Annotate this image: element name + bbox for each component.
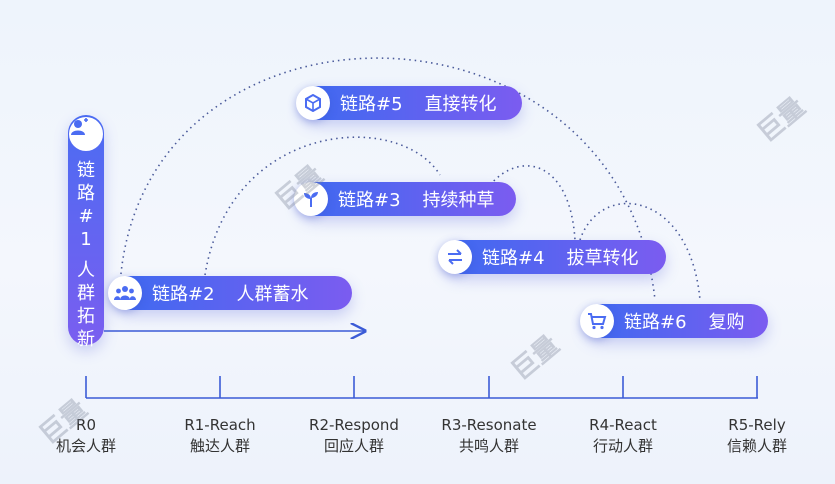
- chain6-pill: 链路#6 复购: [580, 304, 768, 338]
- stage-code: R3-Resonate: [441, 416, 537, 434]
- arc-chain2-chain3: [204, 136, 441, 276]
- chain4-label: 链路#4: [482, 248, 545, 269]
- chain1-label: 链 路 # 1 人 群 拓 新: [77, 160, 95, 350]
- chain5-desc: 直接转化: [424, 94, 497, 115]
- arc-chain4-chain6: [579, 202, 701, 301]
- chain4-pill: 链路#4 拔草转化: [438, 240, 666, 274]
- stage-code: R5-Rely: [728, 416, 786, 434]
- stage-code: R4-React: [589, 416, 657, 434]
- stage-r1: R1-Reach 触达人群: [155, 415, 285, 457]
- stage-code: R2-Respond: [309, 416, 399, 434]
- stage-r4: R4-React 行动人群: [558, 415, 688, 457]
- shopping-cart-icon: [580, 304, 614, 338]
- chain6-label: 链路#6: [624, 312, 687, 333]
- stage-name: 共鸣人群: [458, 437, 519, 455]
- cube-icon: [296, 86, 330, 120]
- stage-code: R0: [76, 416, 96, 434]
- chain3-desc: 持续种草: [422, 190, 495, 211]
- exchange-arrows-icon: [438, 240, 472, 274]
- chain3-label: 链路#3: [338, 190, 401, 211]
- stage-code: R1-Reach: [184, 416, 256, 434]
- stage-name: 行动人群: [592, 437, 653, 455]
- stage-name: 机会人群: [55, 437, 116, 455]
- arc-chain5: [119, 57, 656, 301]
- chain1-pill: 链 路 # 1 人 群 拓 新: [68, 115, 104, 350]
- add-user-icon: [69, 117, 103, 151]
- sprout-icon: [294, 182, 328, 216]
- stage-name: 触达人群: [189, 437, 250, 455]
- chain6-desc: 复购: [708, 312, 745, 333]
- chain2-pill: 链路#2 人群蓄水: [108, 276, 352, 310]
- people-group-icon: [108, 276, 142, 310]
- chain5-label: 链路#5: [340, 94, 403, 115]
- stage-name: 回应人群: [323, 437, 384, 455]
- chain4-desc: 拔草转化: [566, 248, 639, 269]
- stage-name: 信赖人群: [726, 437, 787, 455]
- chain5-pill: 链路#5 直接转化: [296, 86, 522, 120]
- stage-r3: R3-Resonate 共鸣人群: [424, 415, 554, 457]
- chain2-label: 链路#2: [152, 284, 215, 305]
- stage-r0: R0 机会人群: [21, 415, 151, 457]
- chain3-pill: 链路#3 持续种草: [294, 182, 516, 216]
- chain2-desc: 人群蓄水: [236, 284, 309, 305]
- stage-r5: R5-Rely 信赖人群: [692, 415, 822, 457]
- stage-r2: R2-Respond 回应人群: [289, 415, 419, 457]
